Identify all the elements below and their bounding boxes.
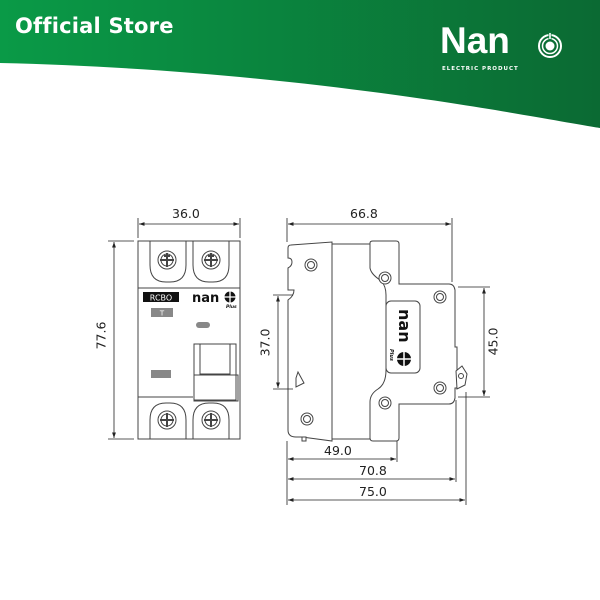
nano-plus-icon xyxy=(224,291,236,303)
dim-side-top-width: 66.8 xyxy=(350,206,378,221)
side-brand-label: nan Plus xyxy=(388,309,414,366)
side-view xyxy=(287,240,468,442)
brand-tagline: ELECTRIC PRODUCT xyxy=(442,66,519,72)
front-brand-label: nan xyxy=(192,291,219,306)
dim-bottom-70-8: 70.8 xyxy=(359,463,387,478)
banner-background xyxy=(0,0,600,128)
brand-name: Nan xyxy=(440,20,510,61)
dim-bottom-75: 75.0 xyxy=(359,484,387,499)
dim-right-height: 45.0 xyxy=(485,327,501,356)
dim-rail-height: 37.0 xyxy=(257,328,273,357)
dim-front-width: 36.0 xyxy=(172,206,200,221)
dim-front-height: 77.6 xyxy=(93,321,109,350)
test-button-label: T xyxy=(159,310,165,318)
front-labels xyxy=(143,292,210,378)
front-view xyxy=(137,240,241,440)
device-type-label: RCBO xyxy=(150,294,172,303)
brand-logo: Nan ELECTRIC PRODUCT xyxy=(440,20,570,76)
header-banner: Official Store Nan ELECTRIC PRODUCT xyxy=(0,0,600,140)
front-brand-sub: Plus xyxy=(226,304,237,310)
side-brand-text: nan xyxy=(395,309,414,343)
side-brand-sub: Plus xyxy=(388,349,394,361)
dim-bottom-49: 49.0 xyxy=(324,443,352,458)
store-title: Official Store xyxy=(15,14,174,38)
